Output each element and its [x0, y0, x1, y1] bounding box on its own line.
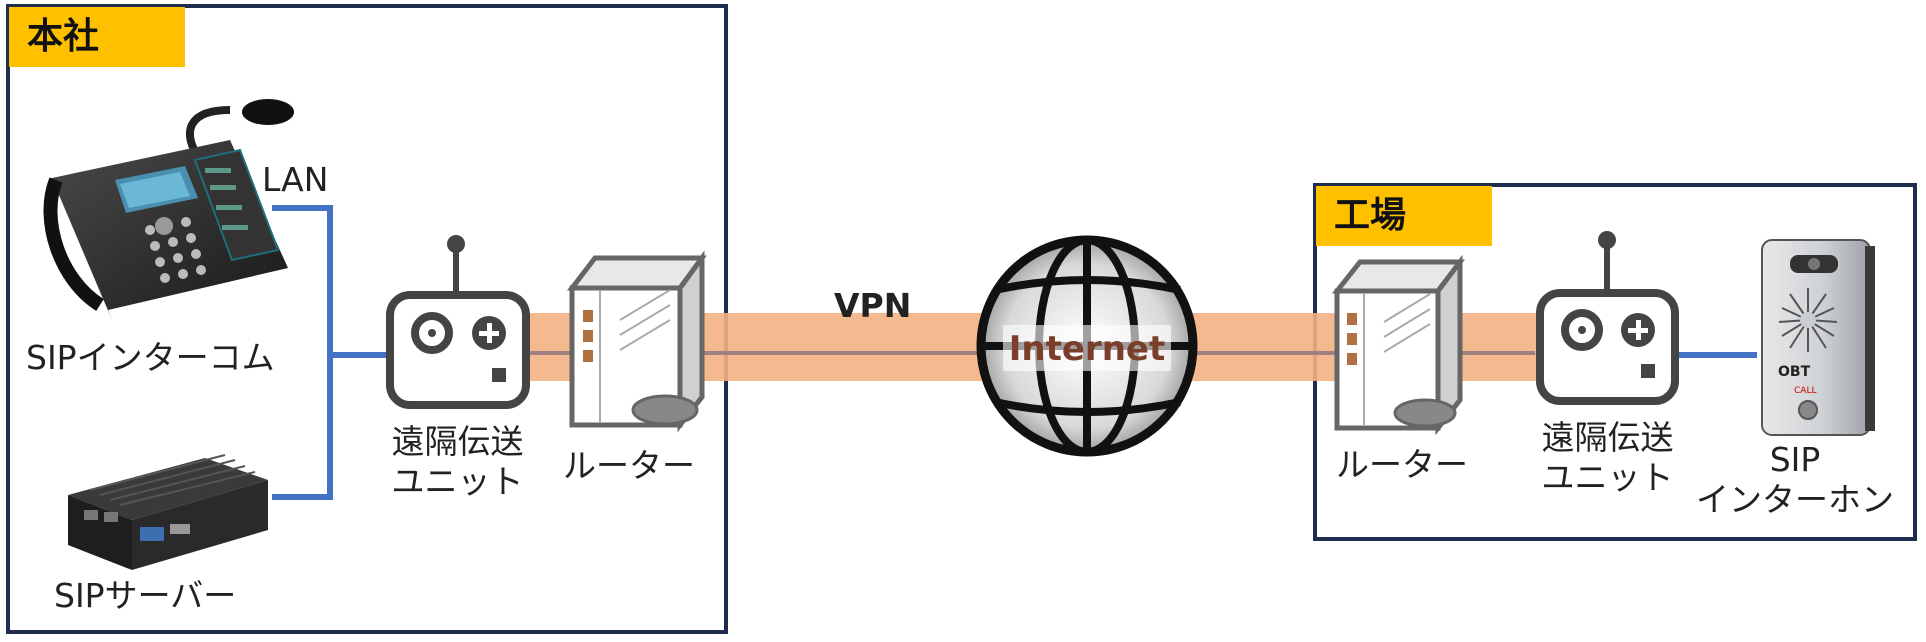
intercom-call-text: CALL — [1794, 386, 1817, 396]
sip-intercom-phone-image — [43, 99, 294, 320]
sip-door-intercom-label: SIP インターホン — [1680, 440, 1910, 520]
remote-unit-label-hq: 遠隔伝送 ユニット — [370, 422, 545, 502]
remote-unit-label-factory: 遠隔伝送 ユニット — [1520, 418, 1695, 498]
remote-unit-label-hq-line2: ユニット — [391, 462, 524, 501]
internet-label: Internet — [1008, 329, 1166, 369]
internet-globe-icon — [976, 235, 1198, 457]
remote-unit-label-factory-line1: 遠隔伝送 — [1541, 418, 1674, 457]
router-icon-hq — [566, 250, 707, 433]
headquarters-title: 本社 — [9, 7, 185, 67]
remote-unit-icon-factory — [1536, 231, 1679, 405]
remote-unit-label-hq-line1: 遠隔伝送 — [391, 422, 524, 461]
router-label-hq: ルーター — [563, 446, 695, 485]
lan-lines — [272, 205, 1757, 500]
vpn-label: VPN — [834, 286, 912, 325]
remote-unit-icon-hq — [386, 235, 530, 409]
remote-unit-label-factory-line2: ユニット — [1541, 458, 1674, 497]
router-icon-factory — [1331, 254, 1466, 436]
factory-title: 工場 — [1316, 186, 1492, 246]
intercom-brand-text: OBT — [1778, 364, 1811, 380]
sip-door-intercom-image — [1761, 239, 1875, 436]
sip-door-intercom-label-line1: SIP — [1769, 440, 1821, 479]
sip-server-image — [68, 454, 268, 570]
sip-door-intercom-label-line2: インターホン — [1696, 480, 1894, 519]
sip-intercom-label: SIPインターコム — [26, 338, 275, 377]
router-label-factory: ルーター — [1336, 445, 1468, 484]
sip-server-label: SIPサーバー — [54, 576, 237, 615]
lan-label: LAN — [262, 160, 329, 199]
